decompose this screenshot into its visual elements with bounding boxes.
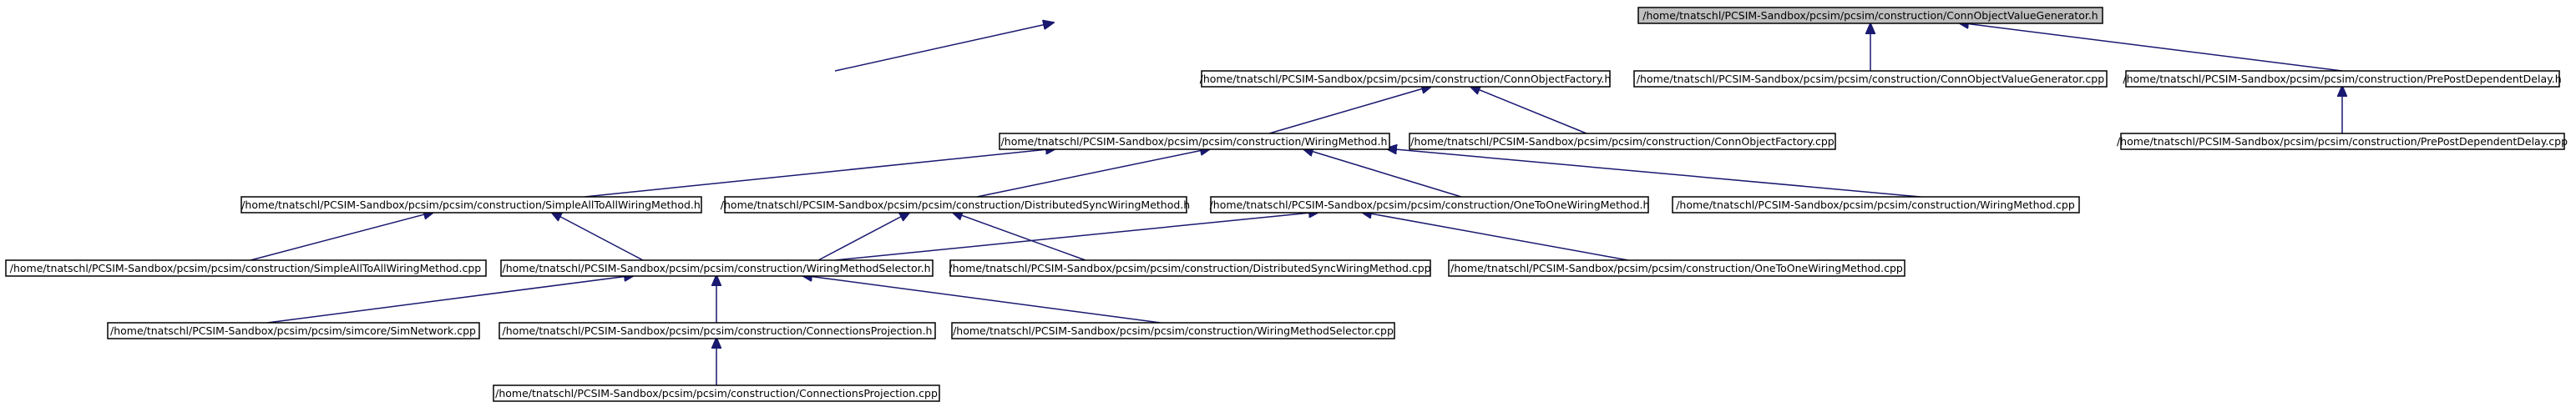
node-wiring-method-selector-h[interactable]: /home/tnatschl/PCSIM-Sandbox/pcsim/pcsim… [500,259,934,277]
edge-selector-h-to-simple-h [551,212,644,261]
edge-delay-h-to-generator-h [1958,23,2343,72]
node-label: /home/tnatschl/PCSIM-Sandbox/pcsim/pcsim… [953,324,1394,337]
node-label: /home/tnatschl/PCSIM-Sandbox/pcsim/pcsim… [1642,9,2098,22]
node-label: /home/tnatschl/PCSIM-Sandbox/pcsim/pcsim… [721,198,1190,211]
node-label: /home/tnatschl/PCSIM-Sandbox/pcsim/pcsim… [949,262,1430,274]
node-distributed-sync-wiring-method-h[interactable]: /home/tnatschl/PCSIM-Sandbox/pcsim/pcsim… [721,196,1190,214]
edge-distributed-cpp-to-distributed-h [952,212,1086,261]
node-label: /home/tnatschl/PCSIM-Sandbox/pcsim/pcsim… [1676,198,2075,211]
node-wiring-method-h[interactable]: /home/tnatschl/PCSIM-Sandbox/pcsim/pcsim… [999,133,1390,150]
node-conn-object-factory-cpp[interactable]: /home/tnatschl/PCSIM-Sandbox/pcsim/pcsim… [1409,133,1836,150]
edge-factory-h-to-generator-h [834,23,1054,72]
node-sim-network-cpp[interactable]: /home/tnatschl/PCSIM-Sandbox/pcsim/pcsim… [107,322,480,339]
node-one-to-one-wiring-method-cpp[interactable]: /home/tnatschl/PCSIM-Sandbox/pcsim/pcsim… [1448,259,1905,277]
node-wiring-method-selector-cpp[interactable]: /home/tnatschl/PCSIM-Sandbox/pcsim/pcsim… [951,322,1395,339]
edge-simple-cpp-to-simple-h [250,212,434,261]
edge-one-to-one-cpp-to-one-to-one-h [1361,212,1629,261]
node-label: /home/tnatschl/PCSIM-Sandbox/pcsim/pcsim… [503,324,933,337]
node-label: /home/tnatschl/PCSIM-Sandbox/pcsim/pcsim… [2123,73,2561,85]
node-label: /home/tnatschl/PCSIM-Sandbox/pcsim/pcsim… [1001,135,1388,148]
edge-wiring-method-h-to-factory-h [1268,86,1432,134]
node-label: /home/tnatschl/PCSIM-Sandbox/pcsim/pcsim… [1637,73,2104,85]
node-label: /home/tnatschl/PCSIM-Sandbox/pcsim/pcsim… [241,198,701,211]
edge-factory-cpp-to-factory-h [1470,86,1587,134]
node-connections-projection-cpp[interactable]: /home/tnatschl/PCSIM-Sandbox/pcsim/pcsim… [493,384,940,402]
node-simple-all-to-all-wiring-method-h[interactable]: /home/tnatschl/PCSIM-Sandbox/pcsim/pcsim… [240,196,702,214]
node-label: /home/tnatschl/PCSIM-Sandbox/pcsim/pcsim… [495,387,938,399]
node-label: /home/tnatschl/PCSIM-Sandbox/pcsim/pcsim… [503,262,931,274]
node-conn-object-factory-h[interactable]: /home/tnatschl/PCSIM-Sandbox/pcsim/pcsim… [1200,70,1612,88]
node-label: /home/tnatschl/PCSIM-Sandbox/pcsim/pcsim… [1410,135,1835,148]
node-label: /home/tnatschl/PCSIM-Sandbox/pcsim/pcsim… [10,262,482,274]
node-pre-post-dependent-delay-cpp[interactable]: /home/tnatschl/PCSIM-Sandbox/pcsim/pcsim… [2117,133,2568,150]
edge-distributed-h-to-wiring-method-h [976,148,1211,198]
node-conn-object-value-generator-h[interactable]: /home/tnatschl/PCSIM-Sandbox/pcsim/pcsim… [1637,7,2103,24]
edges [250,23,2343,385]
node-connections-projection-h[interactable]: /home/tnatschl/PCSIM-Sandbox/pcsim/pcsim… [498,322,936,339]
edge-selector-h-to-distributed-h [817,212,910,261]
node-distributed-sync-wiring-method-cpp[interactable]: /home/tnatschl/PCSIM-Sandbox/pcsim/pcsim… [949,259,1431,277]
edge-selector-cpp-to-selector-h [802,275,1161,324]
edge-wiring-method-cpp-to-wiring-method-h [1386,148,1921,198]
node-simple-all-to-all-wiring-method-cpp[interactable]: /home/tnatschl/PCSIM-Sandbox/pcsim/pcsim… [5,259,487,277]
edge-selector-h-to-one-to-one-h [834,212,1319,261]
node-label: /home/tnatschl/PCSIM-Sandbox/pcsim/pcsim… [1210,198,1650,211]
node-pre-post-dependent-delay-h[interactable]: /home/tnatschl/PCSIM-Sandbox/pcsim/pcsim… [2123,70,2562,88]
node-one-to-one-wiring-method-h[interactable]: /home/tnatschl/PCSIM-Sandbox/pcsim/pcsim… [1210,196,1650,214]
edge-sim-network-cpp-to-selector-h [266,275,635,324]
node-label: /home/tnatschl/PCSIM-Sandbox/pcsim/pcsim… [2117,135,2568,148]
edge-one-to-one-h-to-wiring-method-h [1303,148,1462,198]
node-conn-object-value-generator-cpp[interactable]: /home/tnatschl/PCSIM-Sandbox/pcsim/pcsim… [1633,70,2108,88]
node-label: /home/tnatschl/PCSIM-Sandbox/pcsim/pcsim… [110,324,476,337]
node-label: /home/tnatschl/PCSIM-Sandbox/pcsim/pcsim… [1200,73,1612,85]
node-label: /home/tnatschl/PCSIM-Sandbox/pcsim/pcsim… [1450,262,1903,274]
node-wiring-method-cpp[interactable]: /home/tnatschl/PCSIM-Sandbox/pcsim/pcsim… [1672,196,2080,214]
edge-simple-h-to-wiring-method-h [584,148,1056,198]
